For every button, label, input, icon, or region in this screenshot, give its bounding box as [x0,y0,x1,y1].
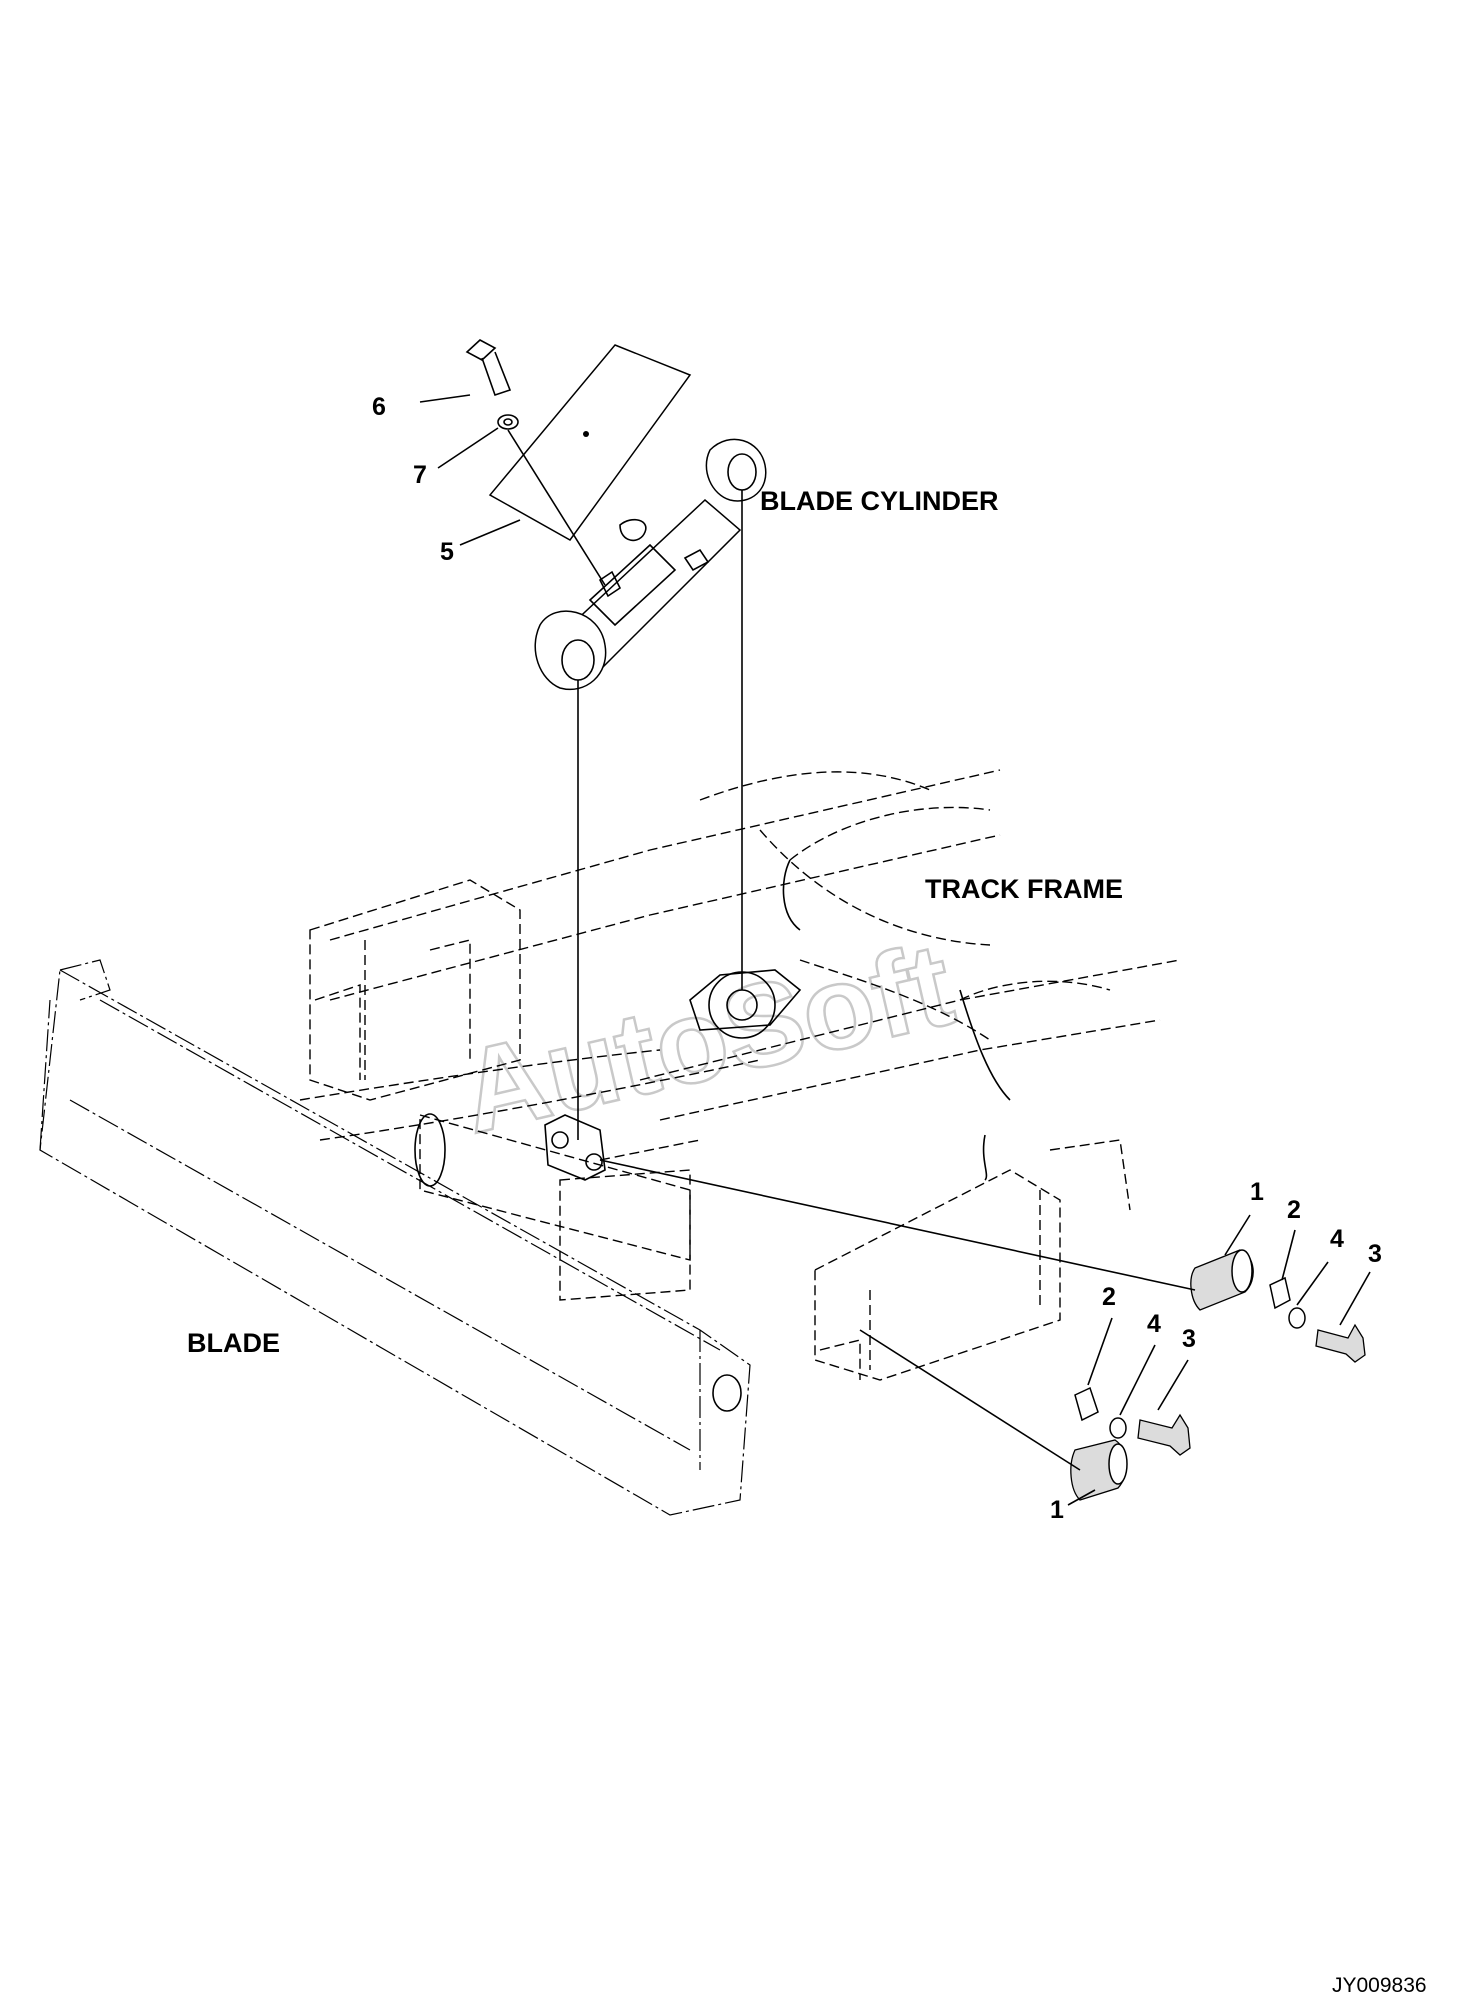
label-track-frame: TRACK FRAME [925,874,1123,904]
label-blade: BLADE [187,1328,280,1358]
leader-lines [419,394,1371,1506]
label-blade-cylinder: BLADE CYLINDER [760,486,999,516]
callout-3-right: 3 [1368,1240,1382,1268]
cover-plate-drawing [465,339,692,598]
callout-5: 5 [440,538,454,566]
figure-code: JY009836 [1332,1974,1427,1997]
callout-6: 6 [372,393,386,421]
callout-2-right: 2 [1287,1196,1301,1224]
pin-set-right [1190,1249,1366,1363]
callout-7: 7 [413,461,427,489]
callout-3-lower: 3 [1182,1325,1196,1353]
callout-1-right: 1 [1250,1178,1264,1206]
blade-cylinder-drawing [534,438,767,691]
callout-1-lower: 1 [1050,1496,1064,1524]
callout-4-lower: 4 [1147,1310,1161,1338]
callout-4-right: 4 [1330,1225,1344,1253]
track-frame-drawing [299,769,1181,1381]
pin-set-lower [1070,1386,1191,1501]
callout-2-lower: 2 [1102,1283,1116,1311]
watermark: AutoSoft [449,918,964,1159]
blade-drawing [39,959,751,1516]
